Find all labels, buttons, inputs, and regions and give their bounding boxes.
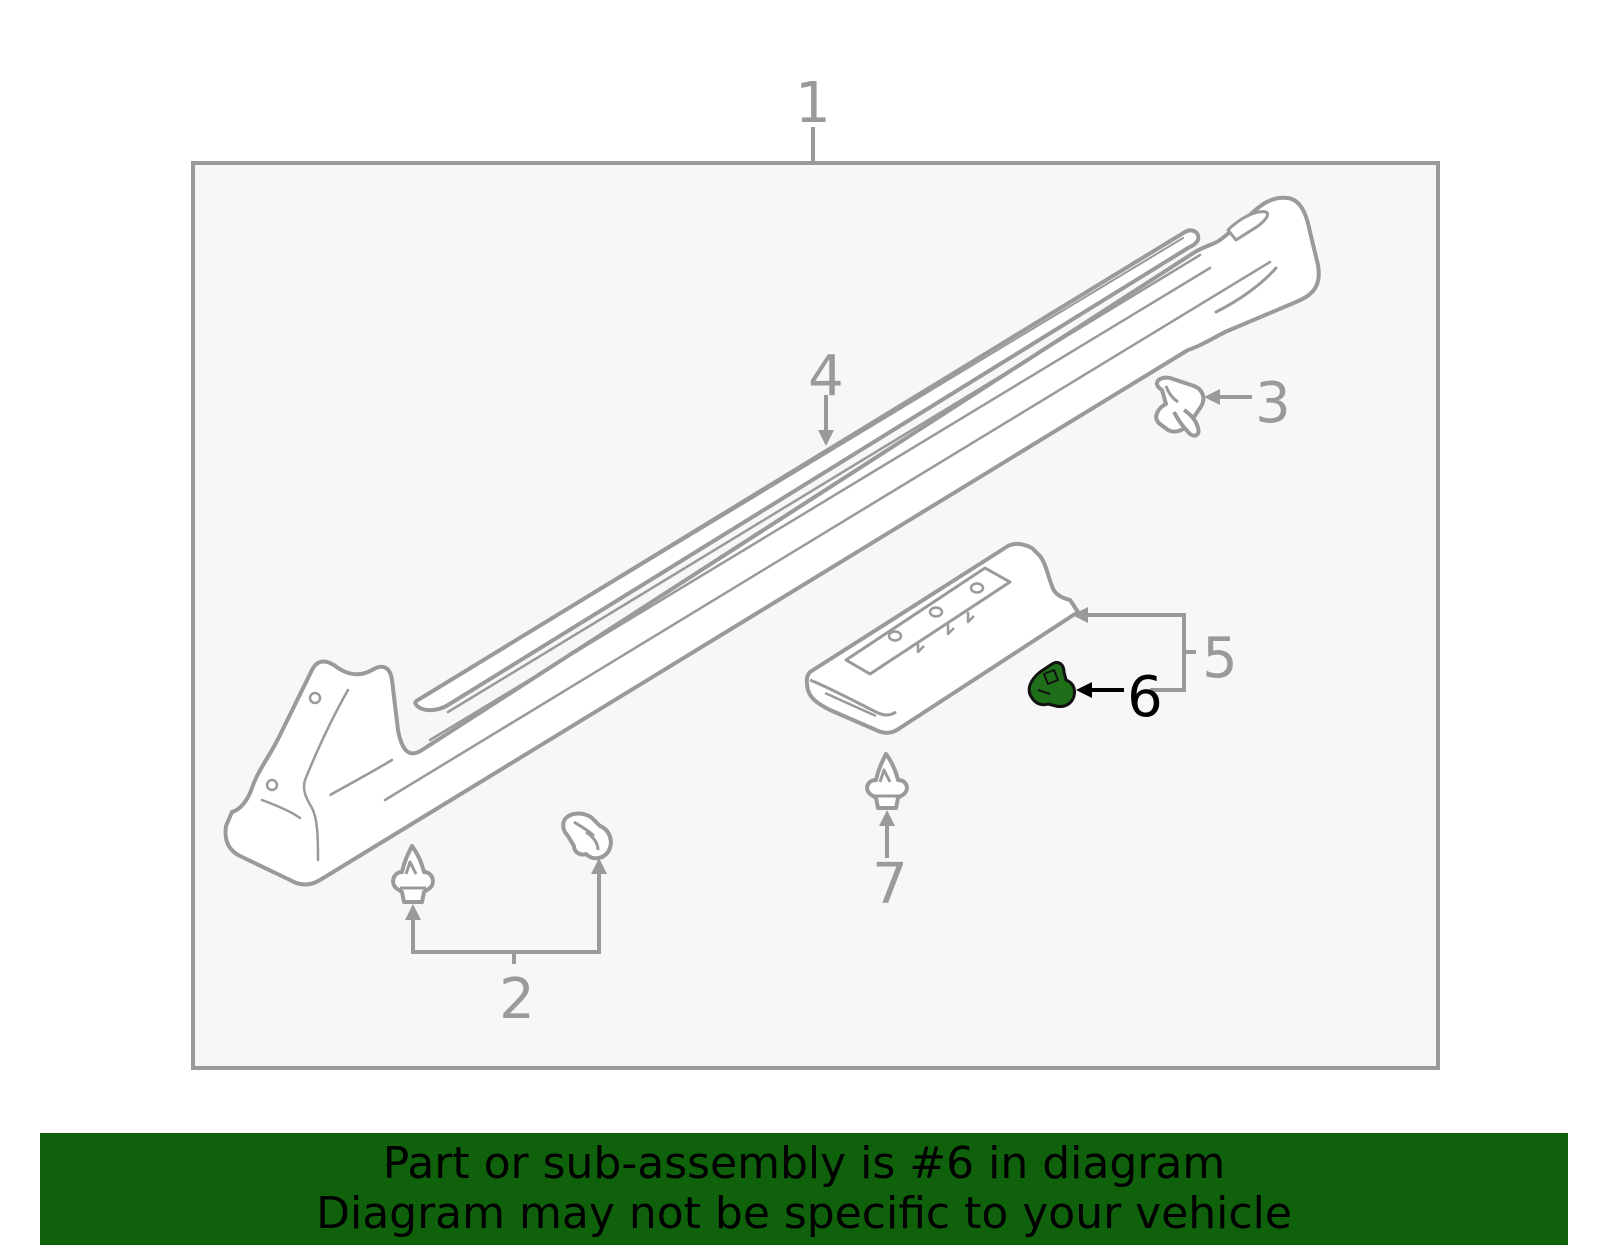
callout-2-arrow-left — [405, 904, 421, 920]
part-7-clip — [865, 752, 909, 810]
callout-5-arrow — [1072, 607, 1088, 623]
callout-3-arrow — [1204, 389, 1220, 405]
callout-2-label: 2 — [499, 967, 535, 1032]
banner-line-1: Part or sub-assembly is #6 in diagram — [382, 1138, 1226, 1189]
part-2-clip-left — [391, 844, 435, 904]
callout-3-label: 3 — [1255, 371, 1291, 436]
callout-6-arrow — [1076, 682, 1092, 698]
callout-5-label: 5 — [1202, 626, 1238, 691]
callout-4-label: 4 — [808, 344, 844, 409]
callout-4-arrow — [818, 430, 834, 446]
side-sill-molding — [223, 195, 1321, 887]
part-6-clip-highlighted — [1027, 660, 1076, 708]
callout-7-label: 7 — [872, 852, 908, 917]
callout-6-label: 6 — [1127, 665, 1163, 730]
callout-2-bracket — [411, 868, 601, 954]
part-3-clip — [1154, 375, 1206, 438]
callout-7-arrow — [879, 810, 895, 826]
part-5-scuff-plate — [804, 541, 1080, 735]
part-2-clip-right — [561, 811, 613, 861]
banner-line-2: Diagram may not be specific to your vehi… — [316, 1188, 1292, 1239]
callout-1-label: 1 — [795, 71, 831, 136]
footer-banner-bg — [40, 1133, 1568, 1245]
footer-banner: Part or sub-assembly is #6 in diagram Di… — [40, 1133, 1568, 1245]
callout-2-arrow-right — [591, 858, 607, 874]
